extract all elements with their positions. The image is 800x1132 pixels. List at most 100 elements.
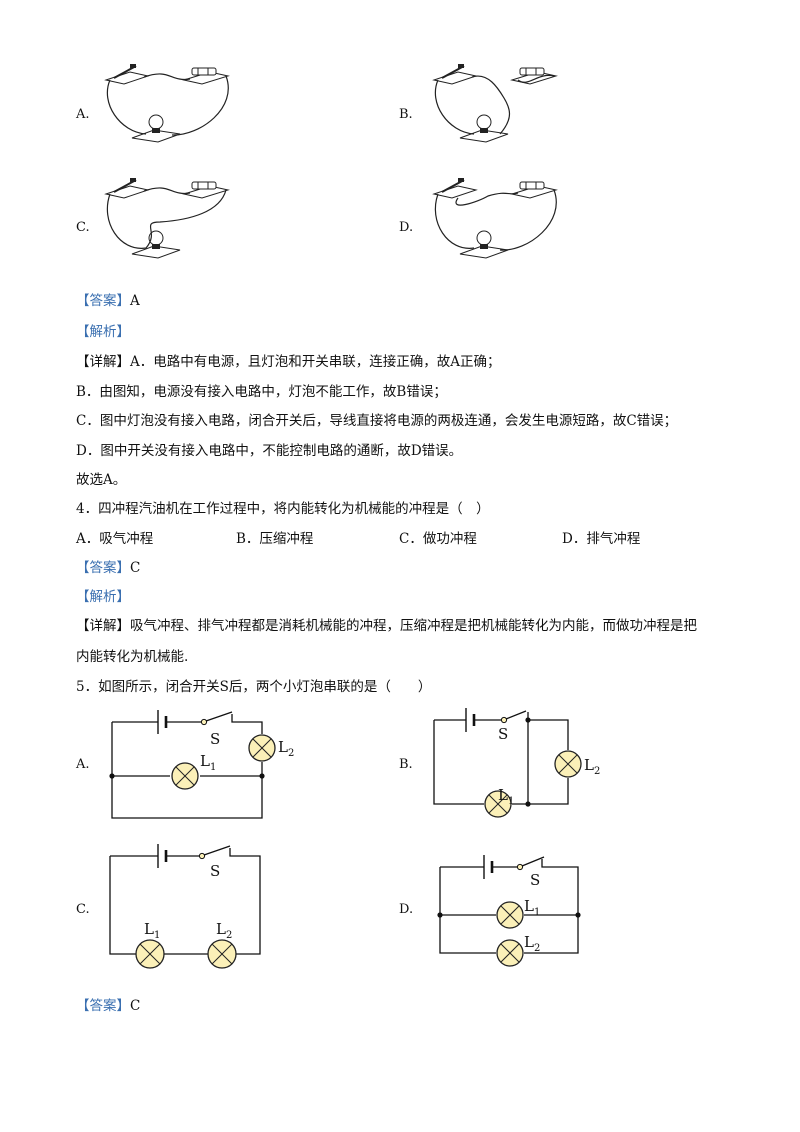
- q3-answer-line: 【答案】A: [76, 289, 140, 309]
- q4-answer-tag: 【答案】: [76, 560, 130, 576]
- junction-dot: [525, 717, 531, 723]
- q3-explanation-b: B．由图知，电源没有接入电路中，灯泡不能工作，故B错误；: [76, 384, 447, 400]
- battery-icon: [182, 181, 230, 199]
- switch-board-icon: [432, 64, 478, 85]
- q3-explanation-d: D．图中开关没有接入电路中，不能控制电路的通断，故D错误。: [76, 443, 463, 459]
- lamp-l1-icon: [484, 790, 512, 818]
- switch-label: S: [530, 871, 540, 889]
- junction-dot: [437, 912, 443, 918]
- battery-symbol: [465, 708, 476, 732]
- q3-option-d-label: D.: [399, 220, 414, 235]
- q5-answer-line: 【答案】C: [76, 994, 140, 1014]
- lamp-l1-icon: [171, 762, 199, 790]
- lamp-l1-label: L1: [200, 752, 216, 773]
- battery-icon: [182, 67, 230, 85]
- switch-label: S: [210, 730, 220, 748]
- lamp-l1-icon: [496, 901, 524, 929]
- q4-choice-d: D．排气冲程: [562, 531, 641, 547]
- q4-analysis-tag: 【解析】: [76, 589, 130, 605]
- lamp-l2-label: L2: [278, 738, 294, 759]
- q4-detail-tag: 【详解】: [76, 618, 130, 634]
- lamp-l2-subscript: 2: [226, 930, 232, 941]
- lamp-l2-icon: [248, 734, 276, 762]
- lamp-l2-icon: [496, 939, 524, 967]
- q4-answer-line: 【答案】C: [76, 556, 140, 576]
- q5-circuit-diagram-b: S L2 L1: [433, 708, 600, 818]
- q4-choice-a: A．吸气冲程: [76, 531, 154, 547]
- lamp-l2-label: L2: [524, 933, 540, 954]
- q3-conclusion: 故选A。: [76, 472, 127, 488]
- lamp-l2-subscript: 2: [534, 943, 540, 954]
- q3-explanation-a: 【详解】A．电路中有电源，且灯泡和开关串联，连接正确，故A正确；: [76, 350, 501, 370]
- q4-answer-value: C: [130, 560, 141, 576]
- lamp-l2-icon: [554, 750, 582, 778]
- q3-explanation-a-text: A．电路中有电源，且灯泡和开关串联，连接正确，故A正确；: [130, 354, 501, 370]
- q5-option-c-label: C.: [76, 902, 90, 917]
- lamp-l1-label: L1: [498, 786, 514, 807]
- switch-symbol: [516, 856, 545, 871]
- bulb-stand-icon: [131, 230, 181, 259]
- q5-answer-tag: 【答案】: [76, 998, 130, 1014]
- bulb-stand-icon: [131, 114, 181, 143]
- q3-circuit-drawing-b: [432, 64, 558, 143]
- switch-symbol: [200, 711, 233, 726]
- q3-detail-tag: 【详解】: [76, 354, 130, 370]
- battery-symbol: [157, 710, 168, 734]
- lamp-l2-subscript: 2: [594, 766, 600, 777]
- lamp-l2-label: L2: [216, 920, 232, 941]
- lamp-l1-label: L1: [144, 920, 160, 941]
- lamp-l2-letter: L: [584, 756, 594, 774]
- q5-answer-value: C: [130, 998, 141, 1014]
- q4-choice-c: C．做功冲程: [399, 531, 477, 547]
- battery-icon: [510, 181, 558, 199]
- q3-circuit-drawing-d: [432, 178, 558, 259]
- q5-option-a-label: A.: [76, 757, 90, 772]
- lamp-l2-subscript: 2: [288, 748, 294, 759]
- q5-question: 5．如图所示，闭合开关S后，两个小灯泡串联的是（ ）: [76, 679, 432, 695]
- lamp-l1-subscript: 1: [508, 796, 514, 807]
- q3-answer-value: A: [130, 293, 140, 309]
- lamp-l2-letter: L: [278, 738, 288, 756]
- lamp-l1-subscript: 1: [154, 930, 160, 941]
- lamp-l2-label: L2: [584, 756, 600, 777]
- q3-analysis-tag: 【解析】: [76, 324, 130, 340]
- bulb-stand-icon: [459, 114, 509, 143]
- battery-symbol: [483, 855, 494, 879]
- q3-option-c-label: C.: [76, 220, 90, 235]
- switch-board-icon: [432, 178, 478, 199]
- battery-symbol: [157, 844, 168, 868]
- q3-explanation-c: C．图中灯泡没有接入电路，闭合开关后，导线直接将电源的两极连通，会发生电源短路，…: [76, 413, 678, 429]
- q5-option-d-label: D.: [399, 902, 414, 917]
- switch-board-icon: [104, 64, 150, 85]
- q5-option-b-label: B.: [399, 757, 413, 772]
- q3-circuit-drawing-c: [104, 178, 230, 259]
- lamp-l2-letter: L: [216, 920, 226, 938]
- q3-option-b-label: B.: [399, 107, 413, 122]
- q4-choice-b: B．压缩冲程: [236, 531, 314, 547]
- switch-label: S: [498, 725, 508, 743]
- lamp-l1-icon: [135, 939, 165, 969]
- lamp-l2-icon: [207, 939, 237, 969]
- switch-label: S: [210, 862, 220, 880]
- q3-circuit-drawing-a: [104, 64, 230, 143]
- junction-dot: [109, 773, 115, 779]
- junction-dot: [525, 801, 531, 807]
- lamp-l1-subscript: 1: [210, 762, 216, 773]
- junction-dot: [259, 773, 265, 779]
- lamp-l1-letter: L: [524, 897, 534, 915]
- q3-answer-tag: 【答案】: [76, 293, 130, 309]
- lamp-l1-letter: L: [144, 920, 154, 938]
- q4-question: 4．四冲程汽油机在工作过程中，将内能转化为机械能的冲程是（ ）: [76, 501, 490, 517]
- q5-circuit-diagram-c: S L1 L2: [109, 844, 261, 969]
- lamp-l1-letter: L: [498, 786, 508, 804]
- battery-icon: [510, 67, 558, 85]
- switch-symbol: [500, 710, 527, 724]
- junction-dot: [575, 912, 581, 918]
- lamp-l1-label: L1: [524, 897, 540, 918]
- q4-detail-line-2: 内能转化为机械能.: [76, 649, 189, 665]
- bulb-stand-icon: [459, 230, 509, 259]
- q5-circuit-diagram-d: S L1 L2: [437, 855, 581, 967]
- lamp-l2-letter: L: [524, 933, 534, 951]
- q3-option-a-label: A.: [76, 107, 90, 122]
- lamp-l1-subscript: 1: [534, 907, 540, 918]
